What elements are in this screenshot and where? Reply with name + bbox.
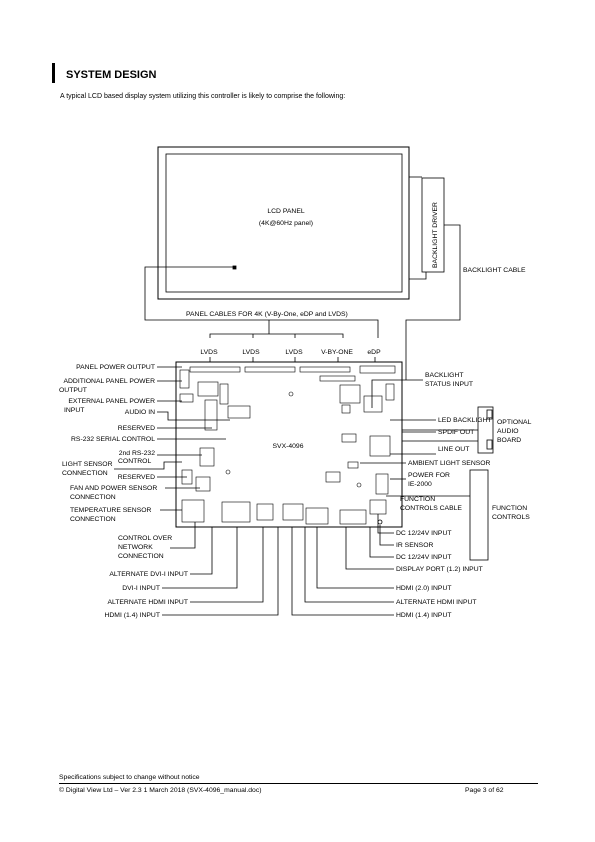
connector-lvds-1: LVDS — [200, 349, 218, 356]
connector-vbyone: V-BY-ONE — [321, 349, 353, 356]
connector-lvds-3: LVDS — [285, 349, 303, 356]
bottom-right-group: DC 12/24V INPUT IR SENSOR DC 12/24V INPU… — [291, 514, 483, 619]
label-hdmi20-input: HDMI (2.0) INPUT — [396, 585, 452, 592]
connector-edp: eDP — [367, 349, 381, 356]
label-ie2000: IE-2000 — [408, 481, 432, 488]
label-led-backlight: LED BACKLIGHT — [438, 417, 492, 424]
audio-board-port-1 — [486, 409, 493, 420]
panel-cables-label: PANEL CABLES FOR 4K (V-By-One, eDP and L… — [186, 311, 348, 318]
label-light-sensor: LIGHT SENSOR — [62, 461, 113, 468]
connector-lvds-2: LVDS — [242, 349, 260, 356]
label-control-over: CONTROL OVER — [118, 535, 172, 542]
driver-link-bottom — [409, 272, 427, 280]
footer-rule — [59, 783, 538, 784]
label-dc-input-1: DC 12/24V INPUT — [396, 530, 452, 537]
backlight-driver-label: BACKLIGHT DRIVER — [432, 202, 439, 268]
audio-board-box — [477, 406, 494, 454]
lcd-subtitle: (4K@60Hz panel) — [259, 220, 313, 227]
lcd-to-edp-line — [144, 266, 379, 338]
label-connection: CONNECTION — [118, 553, 164, 560]
label-backlight: BACKLIGHT — [425, 372, 464, 379]
lcd-panel-outer — [157, 146, 410, 300]
label-reserved-1: RESERVED — [118, 425, 155, 432]
footer-note: Specifications subject to change without… — [59, 774, 200, 781]
lcd-panel-inner — [165, 153, 403, 293]
label-temperature-sensor-2: CONNECTION — [70, 516, 116, 523]
label-reserved-2: RESERVED — [118, 474, 155, 481]
panel-cable-bus — [209, 333, 344, 338]
label-2nd-rs232-2: CONTROL — [118, 458, 151, 465]
section-header-bar — [52, 63, 55, 83]
label-status-input: STATUS INPUT — [425, 381, 473, 388]
lcd-connector-dot — [232, 265, 237, 270]
label-fan-power-sensor: FAN AND POWER SENSOR — [70, 485, 157, 492]
audio-board-links — [402, 429, 478, 442]
function-controls-label-1: FUNCTION — [492, 505, 527, 512]
label-temperature-sensor: TEMPERATURE SENSOR — [70, 507, 152, 514]
label-spdif-out: SPDIF OUT — [438, 429, 474, 436]
label-hdmi14-input-left: HDMI (1.4) INPUT — [104, 612, 160, 619]
audio-board-label-1: OPTIONAL — [497, 419, 532, 426]
label-function: FUNCTION — [400, 496, 435, 503]
label-additional-panel-power: ADDITIONAL PANEL POWER — [63, 378, 155, 385]
label-alt-dvi-input: ALTERNATE DVI-I INPUT — [109, 571, 188, 578]
label-additional-panel-power-2: OUTPUT — [59, 387, 87, 394]
label-line-out: LINE OUT — [438, 446, 469, 453]
label-light-sensor-2: CONNECTION — [62, 470, 108, 477]
label-alt-hdmi-input-right: ALTERNATE HDMI INPUT — [396, 599, 477, 606]
intro-text: A typical LCD based display system utili… — [60, 93, 346, 100]
controller-board — [175, 361, 403, 528]
board-name: SVX-4096 — [273, 443, 304, 450]
backlight-cable-line — [405, 224, 461, 380]
footer-page-number: Page 3 of 62 — [465, 787, 504, 794]
label-dvi-input: DVI-I INPUT — [122, 585, 160, 592]
bottom-left-group: ALTERNATE DVI-I INPUT DVI-I INPUT ALTERN… — [104, 527, 279, 619]
label-dc-input-2: DC 12/24V INPUT — [396, 554, 452, 561]
board-components — [179, 365, 396, 525]
left-label-group: PANEL POWER OUTPUT ADDITIONAL PANEL POWE… — [59, 364, 230, 560]
label-power-for: POWER FOR — [408, 472, 450, 479]
label-hdmi14-input-right: HDMI (1.4) INPUT — [396, 612, 452, 619]
connector-drops — [209, 357, 376, 362]
label-external-panel-power: EXTERNAL PANEL POWER — [68, 398, 155, 405]
ir-sensor-dot — [377, 519, 383, 525]
label-alt-hdmi-input-left: ALTERNATE HDMI INPUT — [107, 599, 188, 606]
backlight-cable-label: BACKLIGHT CABLE — [463, 267, 526, 274]
label-external-panel-power-2: INPUT — [64, 407, 84, 414]
label-panel-power-output: PANEL POWER OUTPUT — [76, 364, 155, 371]
right-label-group: BACKLIGHT STATUS INPUT LED BACKLIGHT SPD… — [360, 372, 492, 512]
label-audio-in: AUDIO IN — [125, 409, 155, 416]
label-displayport-input: DISPLAY PORT (1.2) INPUT — [396, 566, 483, 573]
function-controls-box — [469, 469, 489, 561]
label-network: NETWORK — [118, 544, 153, 551]
label-controls-cable: CONTROLS CABLE — [400, 505, 462, 512]
section-title: SYSTEM DESIGN — [66, 69, 157, 81]
audio-board-port-2 — [486, 439, 493, 450]
label-ambient-light: AMBIENT LIGHT SENSOR — [408, 460, 491, 467]
panel-cable-drops — [252, 320, 296, 338]
function-controls-label-2: CONTROLS — [492, 514, 530, 521]
label-2nd-rs232: 2nd RS-232 — [119, 450, 155, 457]
footer-copyright: © Digital View Ltd – Ver 2.3 1 March 201… — [59, 787, 262, 794]
label-fan-power-sensor-2: CONNECTION — [70, 494, 116, 501]
lcd-title: LCD PANEL — [267, 208, 304, 215]
label-rs232-serial: RS-232 SERIAL CONTROL — [71, 436, 155, 443]
label-ir-sensor: IR SENSOR — [396, 542, 433, 549]
audio-board-label-3: BOARD — [497, 437, 521, 444]
audio-board-label-2: AUDIO — [497, 428, 519, 435]
